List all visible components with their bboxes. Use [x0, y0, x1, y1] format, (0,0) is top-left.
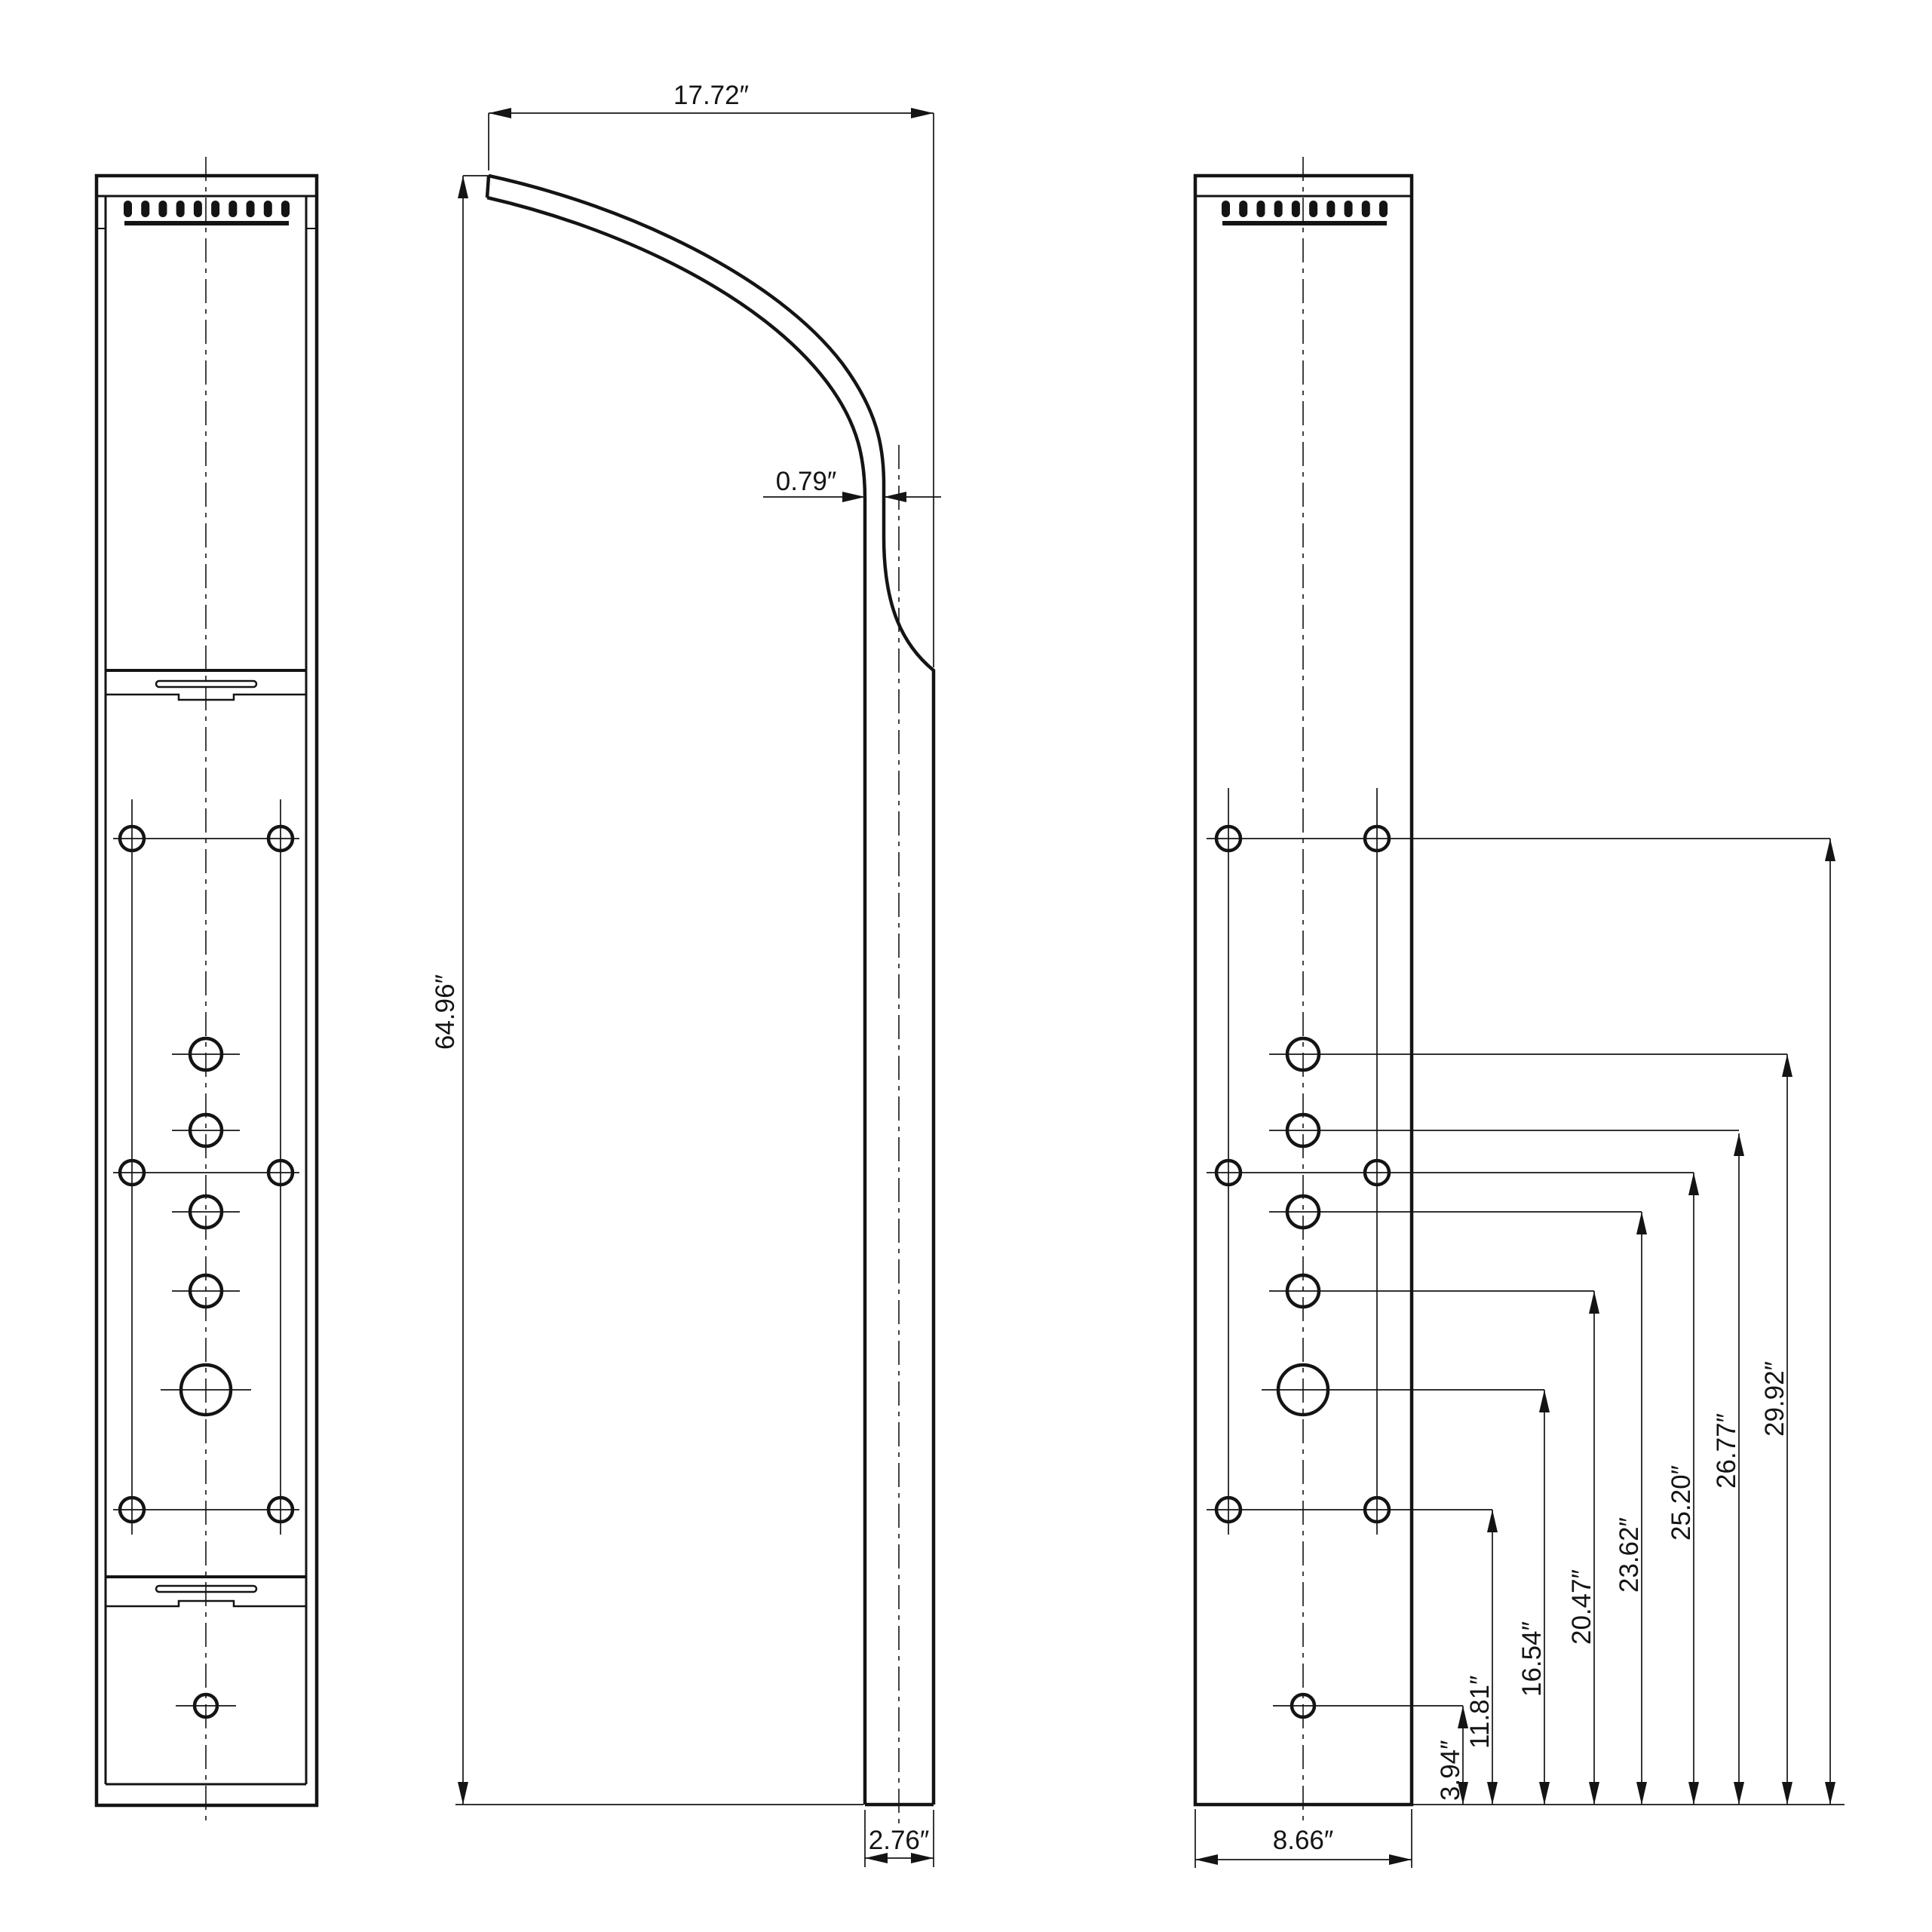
hole — [1290, 1692, 1317, 1719]
vent-slot — [1291, 201, 1300, 217]
arrow-up-icon — [1688, 1173, 1699, 1195]
thickness-dimension-label: 0.79″ — [776, 467, 837, 496]
vent-slot — [1326, 201, 1336, 217]
vent-slot — [228, 201, 238, 217]
arrow-up-icon — [1487, 1510, 1498, 1532]
arrow-down-icon — [458, 1782, 468, 1805]
vent-slot — [1239, 201, 1248, 217]
hole — [266, 824, 295, 853]
arrow-up-icon — [1734, 1133, 1744, 1156]
hole — [179, 1363, 233, 1417]
hole — [118, 1495, 146, 1524]
vent-slot — [158, 201, 167, 217]
vent-slot — [1309, 201, 1318, 217]
hole — [188, 1273, 224, 1309]
handle-slot — [155, 679, 258, 688]
arrow-left-icon — [489, 108, 511, 118]
reach-dimension-label: 17.72″ — [673, 81, 749, 110]
hole — [192, 1692, 219, 1719]
vent-slot — [263, 201, 272, 217]
panel-outline — [94, 173, 319, 1808]
height-dimension-label: 26.77″ — [1712, 1413, 1741, 1489]
arrow-left-icon — [1195, 1854, 1218, 1865]
side-view: 17.72″ 0.79″ 64.96″ 2.76″ — [431, 81, 941, 1867]
hole — [188, 1112, 224, 1148]
arrow-down-icon — [1487, 1782, 1498, 1805]
arrow-down-icon — [1539, 1782, 1550, 1805]
arrow-down-icon — [1636, 1782, 1647, 1805]
hole — [1285, 1036, 1321, 1072]
arrow-down-icon — [1589, 1782, 1599, 1805]
height-dimension-label: 3.94″ — [1436, 1740, 1465, 1801]
vent-slot — [246, 201, 255, 217]
vent-slot — [1222, 201, 1230, 217]
arrow-up-icon — [1782, 1054, 1792, 1077]
vent-slot — [1361, 201, 1370, 217]
hole — [118, 1158, 146, 1187]
arrow-right-icon — [842, 492, 865, 502]
arrow-right-icon — [1389, 1854, 1412, 1865]
hole — [1285, 1112, 1321, 1148]
spout-tip-edge — [485, 175, 491, 198]
arrow-right-icon — [911, 108, 934, 118]
hole — [266, 1495, 295, 1524]
hole — [1285, 1273, 1321, 1309]
vent-slot — [141, 201, 150, 217]
vent-slot — [176, 201, 185, 217]
vent-slot — [1274, 201, 1283, 217]
arrow-right-icon — [911, 1853, 934, 1863]
vent-slot — [1344, 201, 1353, 217]
height-dimension-label: 64.96″ — [431, 974, 460, 1050]
arrow-down-icon — [1734, 1782, 1744, 1805]
back-view: 3.94″11.81″ 16.54″ 20.47″ 23.62″ 25.20″ 26.77… — [1193, 157, 1845, 1868]
arrow-up-icon — [458, 176, 468, 198]
hole — [1276, 1363, 1330, 1417]
height-dimension-label: 16.54″ — [1517, 1621, 1547, 1697]
front-face-profile — [486, 195, 867, 1805]
hole — [1285, 1194, 1321, 1230]
vent-slot — [124, 201, 132, 217]
height-dimension-label: 20.47″ — [1567, 1569, 1596, 1645]
arrow-up-icon — [1825, 839, 1835, 861]
vent-slot — [1256, 201, 1265, 217]
hole — [1214, 1495, 1243, 1524]
vent-slot — [1379, 201, 1388, 217]
depth-dimension-label: 2.76″ — [869, 1826, 930, 1855]
hole — [266, 1158, 295, 1187]
height-dimension-label: 25.20″ — [1667, 1465, 1696, 1541]
arrow-down-icon — [1825, 1782, 1835, 1805]
height-dimension-label: 23.62″ — [1615, 1517, 1644, 1593]
arrow-down-icon — [1688, 1782, 1699, 1805]
hole — [1363, 824, 1391, 853]
width-dimension-label: 8.66″ — [1273, 1826, 1334, 1855]
hole — [1363, 1158, 1391, 1187]
arrow-up-icon — [1636, 1212, 1647, 1234]
hole — [1363, 1495, 1391, 1524]
arrow-left-icon — [884, 492, 906, 502]
vent-slot — [193, 201, 202, 217]
hole — [118, 824, 146, 853]
hole — [188, 1036, 224, 1072]
arrow-down-icon — [1458, 1782, 1468, 1805]
height-dimension-label: 29.92″ — [1760, 1361, 1789, 1437]
height-dimension-label: 11.81″ — [1465, 1676, 1495, 1749]
vent-slot — [281, 201, 290, 217]
arrow-left-icon — [865, 1853, 888, 1863]
hole — [1214, 824, 1243, 853]
spout-outer-profile — [488, 173, 936, 1805]
front-view — [94, 157, 319, 1825]
arrow-down-icon — [1782, 1782, 1792, 1805]
vent-slot — [211, 201, 220, 217]
hole — [188, 1194, 224, 1230]
arrow-up-icon — [1539, 1390, 1550, 1412]
arrow-up-icon — [1458, 1706, 1468, 1728]
hole — [1214, 1158, 1243, 1187]
arrow-up-icon — [1589, 1291, 1599, 1314]
